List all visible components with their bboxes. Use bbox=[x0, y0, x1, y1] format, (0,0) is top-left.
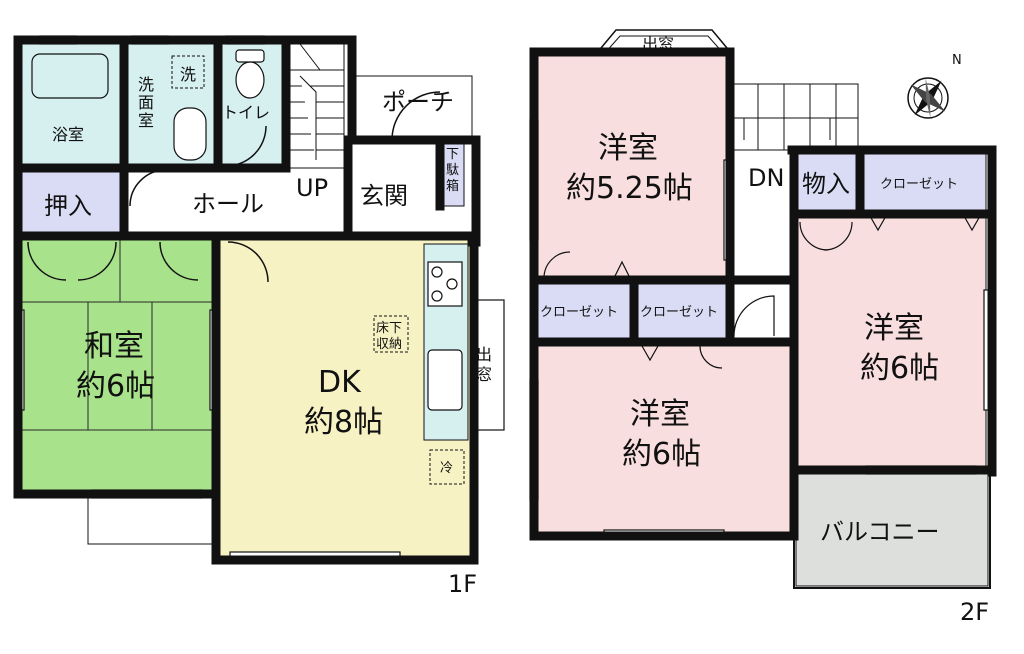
toilet-bowl bbox=[235, 49, 265, 99]
closet-left-fill bbox=[535, 281, 633, 341]
stairs-2f bbox=[731, 83, 859, 151]
floor-1: 浴室 洗 洗面室 トイレ ポーチ 押入 ホール UP 玄関 下駄箱 和室 約6帖… bbox=[13, 35, 505, 598]
tatami-lines bbox=[22, 238, 216, 431]
closet-left-label: クローゼット bbox=[540, 305, 618, 320]
floor-2-label: 2F bbox=[960, 598, 989, 626]
bathtub bbox=[31, 53, 109, 99]
washroom-label: 洗面室 bbox=[138, 75, 154, 130]
underfloor-label: 床下収納 bbox=[376, 321, 402, 352]
hall-label: ホール bbox=[192, 190, 264, 218]
dk-name: DK bbox=[318, 365, 362, 400]
washitsu-size: 約6帖 bbox=[76, 369, 155, 404]
wash-mark-label: 洗 bbox=[180, 65, 196, 84]
door-arcs-2f bbox=[543, 215, 981, 369]
closet-1f-label: 押入 bbox=[44, 192, 92, 220]
room-c-size: 約6帖 bbox=[622, 437, 701, 472]
shoebox-label: 下駄箱 bbox=[446, 147, 459, 194]
balcony-fill bbox=[795, 473, 989, 587]
kitchen-sink bbox=[427, 349, 463, 411]
porch-door-arc bbox=[391, 91, 441, 141]
walls-1f bbox=[13, 35, 481, 565]
room-b-name: 洋室 bbox=[864, 311, 924, 346]
compass-icon bbox=[907, 77, 949, 119]
storage-label: 物入 bbox=[802, 170, 850, 198]
room-c-fill bbox=[535, 343, 793, 533]
closet-mid-fill bbox=[635, 281, 729, 341]
closet-mid-label: クローゼット bbox=[640, 305, 718, 320]
room-a-name: 洋室 bbox=[598, 131, 658, 166]
washitsu-name: 和室 bbox=[84, 329, 144, 364]
bay-window-2f-label: 出窓 bbox=[642, 35, 674, 54]
underfloor-box bbox=[373, 315, 409, 353]
up-label: UP bbox=[296, 174, 328, 202]
bath-label: 浴室 bbox=[52, 125, 84, 144]
closet-top-fill bbox=[861, 151, 987, 215]
balcony-label: バルコニー bbox=[820, 518, 940, 546]
closet-1f-fill bbox=[21, 171, 123, 235]
washer-box bbox=[171, 55, 205, 89]
dn-label: DN bbox=[748, 164, 784, 192]
toilet-label: トイレ bbox=[222, 103, 270, 122]
wash-basin bbox=[173, 107, 207, 161]
room-a-size: 約5.25帖 bbox=[566, 171, 693, 206]
dk-size: 約8帖 bbox=[304, 405, 383, 440]
closet-top-label: クローゼット bbox=[880, 177, 958, 192]
stove bbox=[427, 261, 463, 307]
floor-1-label: 1F bbox=[448, 570, 477, 598]
bay-window-1f-label: 出窓 bbox=[476, 345, 492, 384]
entrance-label: 玄関 bbox=[360, 182, 408, 210]
fridge-label: 冷 bbox=[440, 461, 453, 476]
washitsu-fill bbox=[21, 237, 217, 491]
1f-deck bbox=[87, 493, 213, 545]
porch-outline bbox=[351, 75, 473, 141]
room-a-fill bbox=[535, 55, 729, 279]
room-b-size: 約6帖 bbox=[860, 351, 939, 386]
compass-label: N bbox=[952, 53, 962, 68]
porch-label: ポーチ bbox=[382, 88, 454, 116]
balcony-rail bbox=[793, 474, 991, 589]
floor-2: N 出窓 洋室 約5.25帖 DN 物入 クローゼット クローゼット クローゼッ… bbox=[529, 29, 997, 626]
fridge-box bbox=[429, 449, 465, 485]
room-c-name: 洋室 bbox=[630, 397, 690, 432]
storage-fill bbox=[795, 151, 859, 215]
stairs-1f bbox=[287, 43, 345, 169]
